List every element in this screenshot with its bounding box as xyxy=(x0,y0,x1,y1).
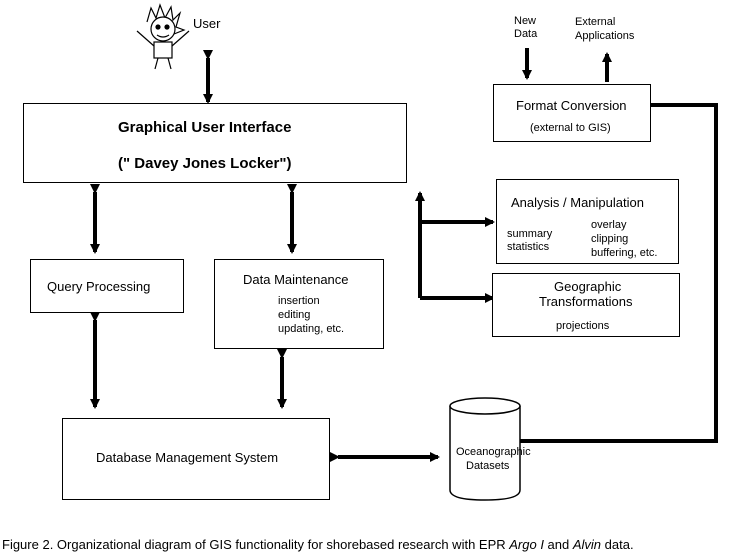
figure-caption: Figure 2. Organizational diagram of GIS … xyxy=(2,537,634,552)
analysis-left-line: summary xyxy=(507,228,553,240)
analysis-right-line: clipping xyxy=(591,233,629,245)
format-conversion-title: Format Conversion xyxy=(516,98,627,113)
format-conversion-subtitle: (external to GIS) xyxy=(530,122,611,134)
graphical-user-interface-box: Graphical User Interface (" Davey Jones … xyxy=(23,103,407,183)
geographic-transformations-box: Geographic Transformations projections xyxy=(492,273,680,337)
caption-suffix: data. xyxy=(601,537,634,552)
caption-and: and xyxy=(543,537,573,552)
analysis-right-line: buffering, etc. xyxy=(591,247,658,259)
geographic-subtitle: projections xyxy=(556,320,610,332)
data-maintenance-box: Data Maintenance insertion editing updat… xyxy=(214,259,384,349)
user-label: User xyxy=(193,16,221,31)
analysis-manipulation-box: Analysis / Manipulation summary statisti… xyxy=(496,179,679,264)
external-apps-line: External xyxy=(575,16,616,28)
gui-branch-connector xyxy=(415,191,495,303)
data-maintenance-item: insertion xyxy=(278,295,320,307)
user-figure-icon xyxy=(136,3,190,70)
data-maintenance-title: Data Maintenance xyxy=(243,272,349,287)
caption-prefix: Figure 2. Organizational diagram of GIS … xyxy=(2,537,510,552)
oceanographic-datasets-cylinder xyxy=(449,397,521,501)
data-maintenance-item: updating, etc. xyxy=(278,323,345,335)
analysis-title: Analysis / Manipulation xyxy=(511,195,644,210)
query-processing-label: Query Processing xyxy=(47,279,151,294)
new-data-line: Data xyxy=(514,28,538,40)
data-maintenance-item: editing xyxy=(278,309,311,321)
caption-argo: Argo I xyxy=(509,537,544,552)
gui-subtitle: (" Davey Jones Locker") xyxy=(118,155,292,172)
ocean-line: Datasets xyxy=(466,460,510,472)
new-data-line: New xyxy=(514,15,537,27)
dbms-label: Database Management System xyxy=(96,450,279,465)
database-management-system-box: Database Management System xyxy=(62,418,330,500)
gui-title: Graphical User Interface xyxy=(118,119,292,136)
geographic-title-line: Transformations xyxy=(539,294,633,309)
analysis-right-line: overlay xyxy=(591,219,627,231)
caption-alvin: Alvin xyxy=(572,537,602,552)
geographic-title-line: Geographic xyxy=(554,279,622,294)
format-ocean-connector xyxy=(510,103,718,446)
format-conversion-box: Format Conversion (external to GIS) xyxy=(493,84,651,142)
query-processing-box: Query Processing xyxy=(30,259,184,313)
external-apps-line: Applications xyxy=(575,30,635,42)
analysis-left-line: statistics xyxy=(507,241,550,253)
ocean-line: Oceanographic xyxy=(456,446,531,458)
